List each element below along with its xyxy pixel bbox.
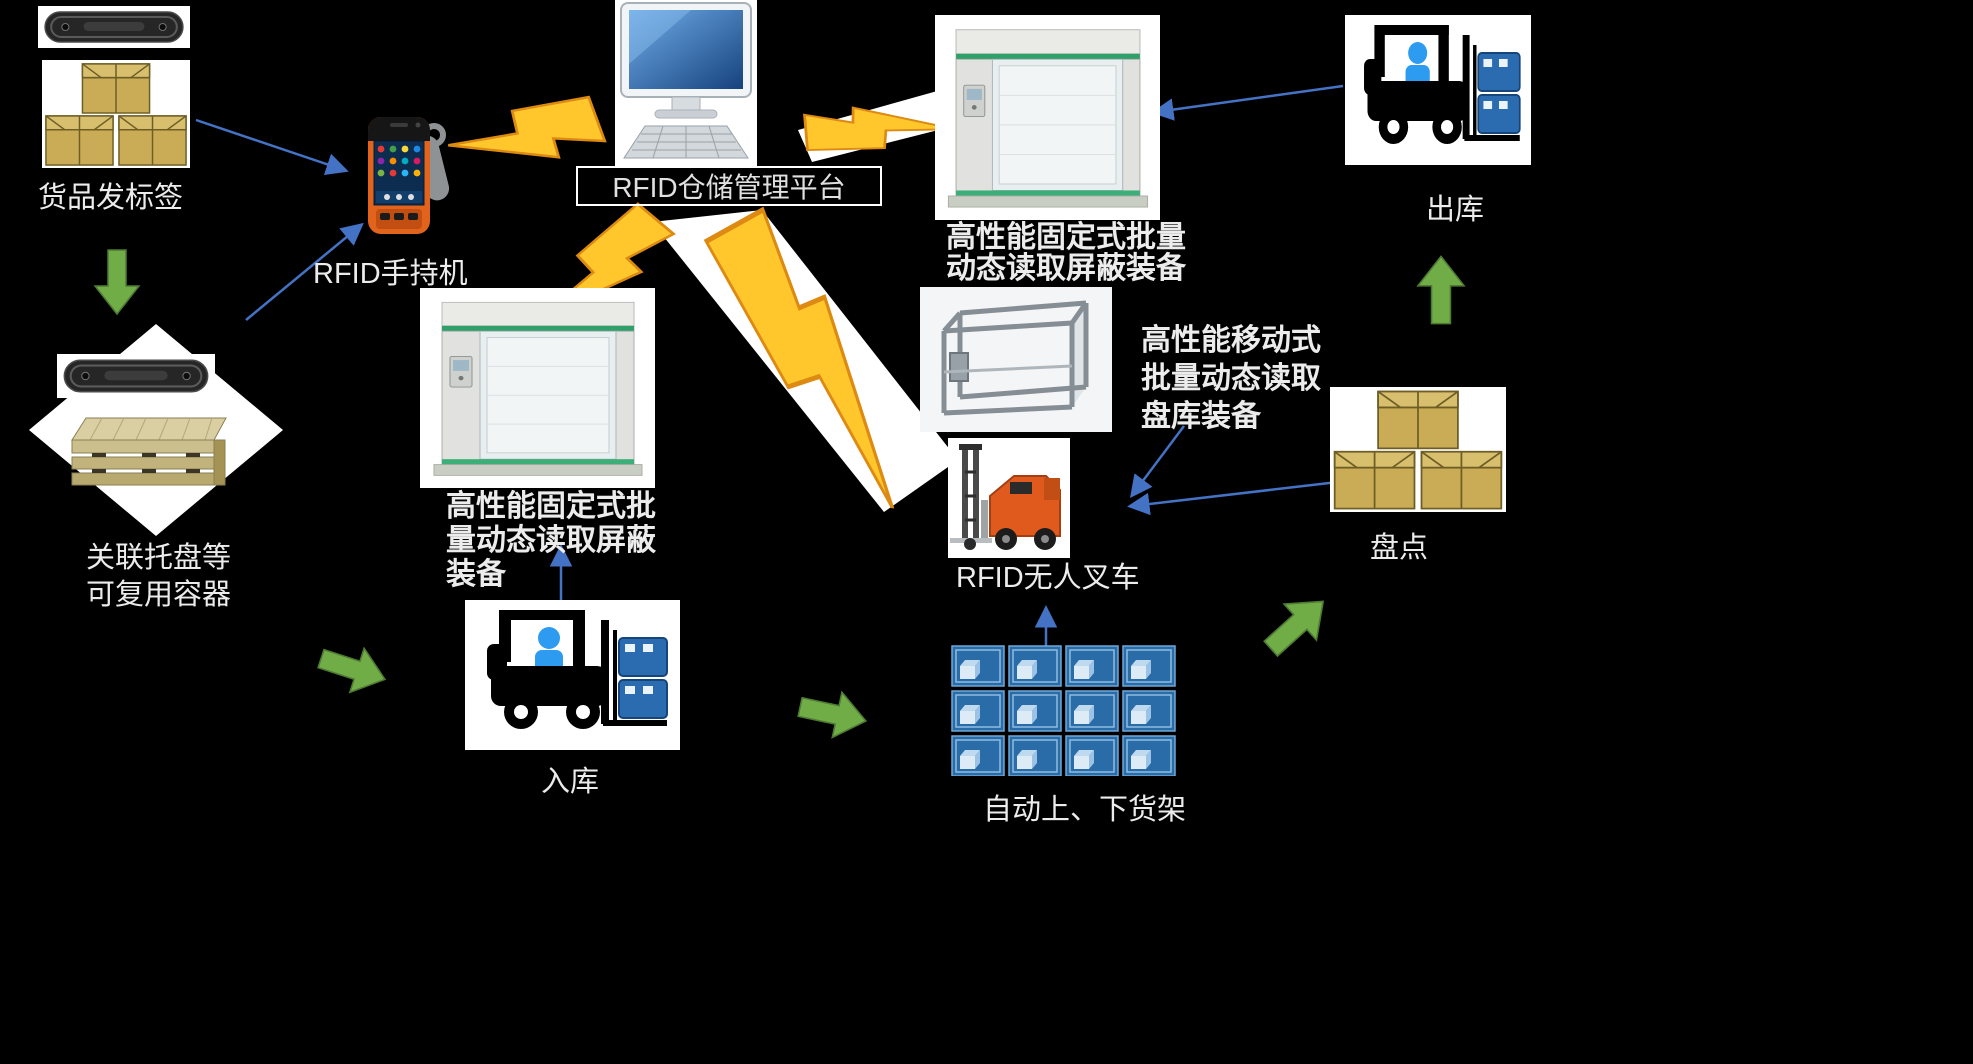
- carton-boxes-icon: [42, 60, 190, 168]
- auto-shelf-caption: 自动上、下货架: [983, 794, 1187, 826]
- fixed-reader-right-caption-line2: 动态读取屏蔽装备: [946, 252, 1186, 285]
- blue-arrow-pallet-to-handheld: [245, 222, 364, 321]
- computer-icon: [615, 0, 757, 168]
- mobile-reader-caption: 高性能移动式 批量动态读取 盘库装备: [1141, 322, 1321, 436]
- mobile-reader-caption-line1: 高性能移动式: [1141, 324, 1321, 357]
- fixed-reader-center-caption-line1: 高性能固定式批: [446, 490, 656, 523]
- platform-label-box: RFID仓储管理平台: [576, 166, 882, 206]
- handheld-caption: RFID手持机: [313, 258, 468, 290]
- stocktake-boxes-image: [1330, 387, 1506, 512]
- green-arrow-inbound-to-shelf: [794, 683, 872, 745]
- goods-boxes-image: [42, 60, 190, 168]
- handheld-image: [360, 113, 455, 238]
- forklift-icon: [1345, 15, 1531, 165]
- pallet-icon: [71, 417, 227, 486]
- rfid-handheld-icon: [368, 117, 450, 234]
- shelf-bins-icon: [951, 645, 1176, 776]
- agv-forklift-caption: RFID无人叉车: [956, 562, 1140, 594]
- fixed-reader-right-caption: 高性能固定式批量 动态读取屏蔽装备: [946, 222, 1186, 284]
- goods-label-caption: 货品发标签: [38, 182, 184, 214]
- reusable-container-caption-line1: 关联托盘等: [86, 542, 232, 574]
- fixed-reader-right-caption-line1: 高性能固定式批量: [946, 221, 1186, 254]
- outbound-forklift-image: [1345, 15, 1531, 165]
- rfid-tag-icon: [57, 354, 215, 398]
- carton-boxes-icon: [1330, 387, 1506, 512]
- forklift-icon: [465, 600, 680, 750]
- mobile-reader-caption-line2: 批量动态读取: [1141, 362, 1321, 395]
- rfid-tag-icon: [38, 6, 190, 48]
- pallet-image: [66, 412, 232, 498]
- stocktake-caption: 盘点: [1370, 532, 1429, 564]
- green-arrow-stocktake-to-outbound: [1417, 255, 1465, 325]
- blue-arrow-outbound-to-right-reader: [1151, 84, 1344, 121]
- reader-gate-icon: [935, 15, 1160, 220]
- platform-caption: RFID仓储管理平台: [612, 172, 846, 203]
- blue-arrow-stocktake-to-agv: [1127, 480, 1339, 516]
- blue-arrow-mobile-to-agv: [1130, 425, 1185, 498]
- rfid-tag-image-pallet: [57, 354, 215, 398]
- fixed-reader-right-image: [935, 15, 1160, 220]
- reusable-container-caption-line2: 可复用容器: [86, 579, 232, 611]
- reusable-container-caption: 关联托盘等 可复用容器: [86, 540, 231, 614]
- agv-forklift-icon: [948, 438, 1070, 558]
- outbound-caption: 出库: [1426, 194, 1485, 226]
- inbound-caption: 入库: [541, 766, 600, 798]
- blue-arrow-boxes-to-handheld: [195, 118, 349, 176]
- auto-shelf-image: [950, 644, 1176, 776]
- green-arrow-to-inbound: [313, 635, 393, 703]
- reader-gate-icon: [420, 288, 655, 488]
- fixed-reader-center-image: [420, 288, 655, 488]
- blue-arrows: [195, 84, 1344, 649]
- mobile-reader-frame-image: [920, 287, 1112, 432]
- agv-forklift-image: [948, 438, 1070, 558]
- green-arrow-label-to-pallet: [94, 249, 140, 315]
- fixed-reader-center-caption: 高性能固定式批 量动态读取屏蔽 装备: [446, 490, 656, 592]
- platform-computer-image: [615, 0, 757, 168]
- rfid-tag-image-top: [38, 6, 190, 48]
- fixed-reader-center-caption-line2: 量动态读取屏蔽: [446, 524, 656, 557]
- green-arrow-shelf-to-stocktake: [1253, 582, 1341, 668]
- mobile-frame-icon: [920, 287, 1112, 432]
- mobile-reader-caption-line3: 盘库装备: [1141, 400, 1261, 433]
- inbound-forklift-image: [465, 600, 680, 750]
- fixed-reader-center-caption-line3: 装备: [446, 558, 506, 591]
